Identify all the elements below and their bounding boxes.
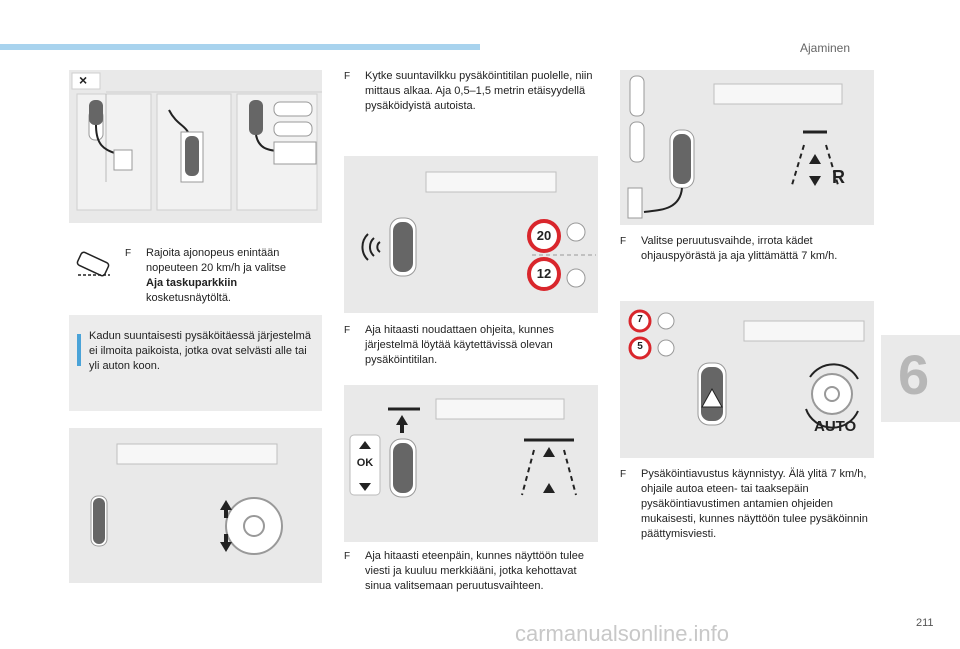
col2-item3-text: Aja hitaasti eteenpäin, kunnes näyttöön … bbox=[365, 550, 584, 592]
chapter-tab bbox=[881, 335, 960, 422]
auto-label: AUTO bbox=[814, 418, 857, 435]
col1-item1-bold: Aja taskuparkkiin bbox=[146, 277, 238, 289]
speed-12: 12 bbox=[536, 266, 552, 281]
figure-steering-wheel-guidance bbox=[69, 428, 322, 583]
col2-item1-text: Kytke suuntavilkku pysäköintitilan puole… bbox=[365, 70, 593, 112]
bullet-glyph: F bbox=[620, 469, 627, 480]
page-number: 211 bbox=[916, 617, 934, 629]
chapter-number: 6 bbox=[898, 343, 930, 406]
col2-item1: F Kytke suuntavilkku pysäköintitilan puo… bbox=[344, 69, 594, 114]
col3-item2: F Pysäköintiavustus käynnistyy. Älä ylit… bbox=[620, 467, 870, 542]
col3-item1-text: Valitse peruutusvaihde, irrota kädet ohj… bbox=[641, 235, 838, 262]
col2-item3: F Aja hitaasti eteenpäin, kunnes näyttöö… bbox=[344, 549, 594, 594]
info-icon bbox=[77, 334, 81, 366]
col1-item1-text-a: Rajoita ajonopeus enintään nopeuteen 20 … bbox=[146, 247, 287, 274]
bullet-glyph: F bbox=[125, 248, 132, 259]
figure-parking-modes: × bbox=[69, 70, 322, 223]
col3-item1: F Valitse peruutusvaihde, irrota kädet o… bbox=[620, 234, 870, 264]
speed-5: 5 bbox=[637, 341, 643, 352]
col2-item2-text: Aja hitaasti noudattaen ohjeita, kunnes … bbox=[365, 324, 554, 366]
parking-sign-icon bbox=[76, 251, 112, 281]
r-label: R bbox=[832, 167, 845, 187]
col3-item2-text: Pysäköintiavustus käynnistyy. Älä ylitä … bbox=[641, 468, 868, 540]
figure-speed-signs: 20 12 bbox=[344, 156, 598, 313]
col1-item1: F Rajoita ajonopeus enintään nopeuteen 2… bbox=[125, 246, 295, 306]
bullet-glyph: F bbox=[344, 325, 351, 336]
figure-reverse-gear: R bbox=[620, 70, 874, 225]
section-title: Ajaminen bbox=[800, 41, 851, 55]
col1-item1-text-b: kosketusnäytöltä. bbox=[146, 292, 231, 304]
info-text: Kadun suuntaisesti pysäköitäessä järjest… bbox=[89, 330, 311, 372]
bullet-glyph: F bbox=[620, 236, 627, 247]
figure-auto-steering: 7 5 AUTO bbox=[620, 301, 874, 458]
col2-item2: F Aja hitaasti noudattaen ohjeita, kunne… bbox=[344, 323, 594, 368]
watermark: carmanualsonline.info bbox=[515, 621, 730, 646]
close-glyph: × bbox=[79, 72, 88, 88]
speed-7: 7 bbox=[637, 314, 643, 325]
figure-ok-forward: OK bbox=[344, 385, 598, 542]
header-accent-bar bbox=[0, 44, 480, 50]
bullet-glyph: F bbox=[344, 71, 351, 82]
ok-label: OK bbox=[356, 457, 374, 469]
speed-20: 20 bbox=[536, 228, 552, 243]
bullet-glyph: F bbox=[344, 551, 351, 562]
info-box: Kadun suuntaisesti pysäköitäessä järjest… bbox=[69, 315, 322, 411]
